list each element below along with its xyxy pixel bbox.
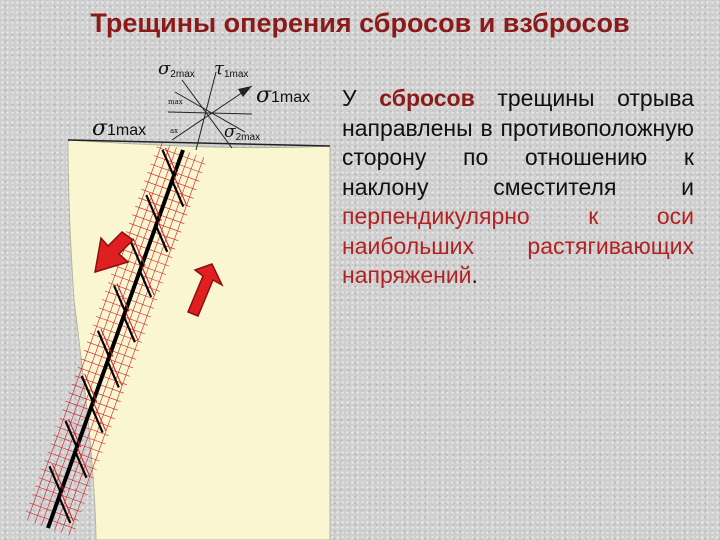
tension-fracture [48, 465, 63, 495]
description-paragraph: У сбросов трещины отрыва направлены в пр… [342, 84, 694, 291]
fracture-edge [116, 283, 130, 312]
fracture-edge [173, 176, 187, 205]
hatch-line [34, 145, 171, 524]
fracture-edge [165, 147, 178, 177]
sigma2max-label: σ2max [158, 58, 195, 80]
tension-fracture [161, 149, 176, 179]
tension-fracture [105, 358, 120, 388]
tension-fracture [154, 223, 169, 253]
tension-fracture [112, 285, 128, 314]
slide-title: Трещины оперения сбросов и взбросов [90, 8, 630, 38]
stress-axes [167, 71, 253, 151]
sigma1max-right-label: σ1max [256, 83, 310, 108]
tiny-ax-label: ax [170, 127, 178, 135]
fracture-edge [52, 464, 65, 493]
fracture-edge [77, 447, 90, 476]
fracture-edge [84, 373, 98, 403]
ground-surface [67, 139, 331, 147]
hatch-line [54, 152, 190, 531]
text-part-1: У [342, 85, 380, 111]
tension-fracture [57, 494, 72, 524]
fracture-edge [68, 418, 82, 448]
fracture-edge [125, 312, 139, 341]
tension-fracture [64, 420, 79, 450]
tension-fracture [73, 449, 88, 479]
tension-fractures [48, 147, 187, 524]
hatch-line [27, 142, 163, 521]
right-up-arrow [187, 263, 224, 317]
text-highlight-perpendicular: перпендикулярно к оси наибольших растяги… [342, 203, 694, 288]
rock-block [67, 139, 331, 540]
hatch-line [68, 157, 204, 536]
text-part-5: . [471, 262, 478, 288]
tiny-max-label: max [168, 98, 183, 106]
tension-fracture [80, 375, 95, 405]
sigma2max-lower-label: σ2max [224, 122, 260, 143]
fracture-edge [100, 328, 114, 357]
tau1max-label: τ1max [214, 58, 248, 80]
text-highlight-sbrosov: сбросов [379, 85, 475, 111]
sigma1-arrowhead [238, 86, 252, 97]
tension-fracture [89, 404, 104, 434]
fracture-edge [132, 238, 146, 267]
fracture-edge [93, 402, 107, 431]
tension-fracture [145, 194, 160, 224]
text-part-3: трещины отрыва направлены в противополож… [342, 85, 694, 200]
fracture-edge [148, 192, 162, 222]
fault-plane [46, 149, 185, 529]
fracture-edge [157, 221, 171, 250]
tension-fracture [96, 330, 111, 360]
tension-fracture [129, 239, 144, 269]
fracture-edge [60, 492, 74, 522]
tension-fracture [170, 178, 185, 208]
left-down-arrow [94, 231, 135, 274]
fracture-edge [109, 357, 123, 386]
fracture-edge [141, 266, 155, 296]
sigma1max-left-label: σ1max [92, 116, 146, 141]
tension-fracture [138, 268, 153, 298]
tension-fracture [121, 313, 136, 343]
